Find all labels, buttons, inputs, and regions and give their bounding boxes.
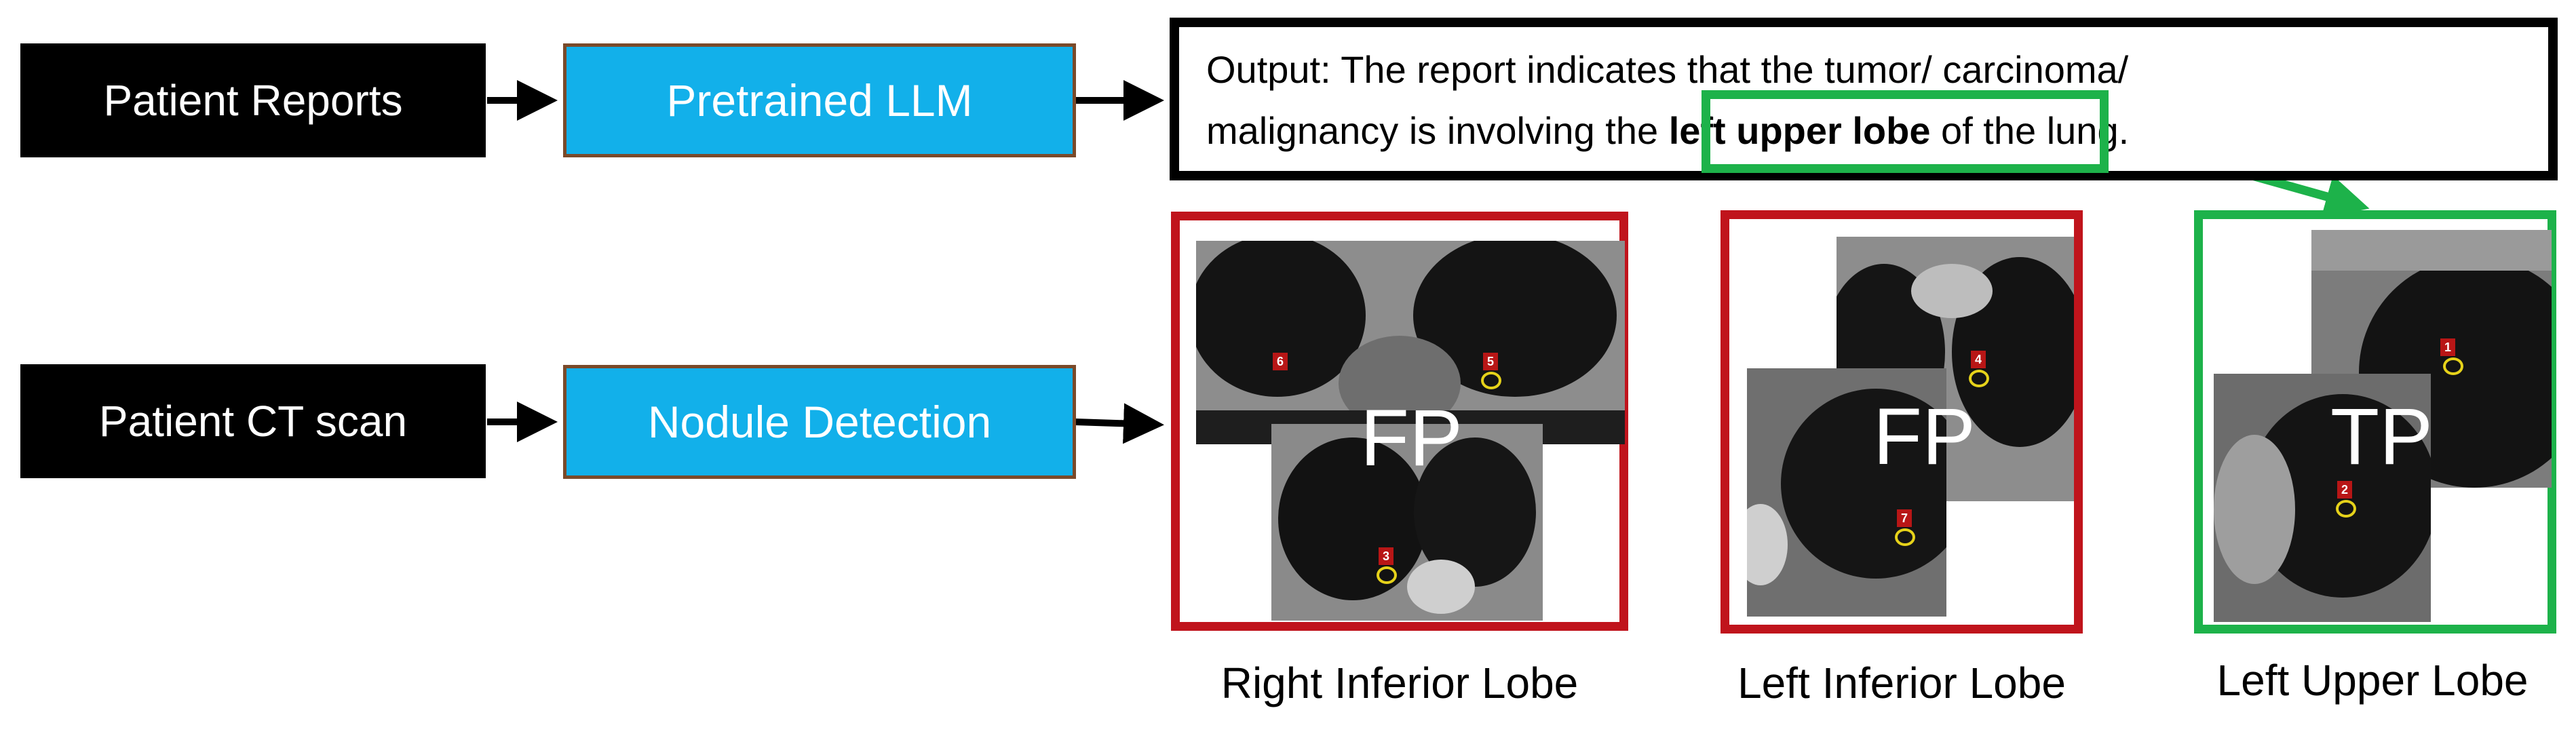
output-line-2-start: malignancy is involving the: [1206, 109, 1669, 152]
nodule-ring: [1481, 372, 1501, 389]
nodule-marker-3: 3: [1379, 547, 1393, 565]
panel-right-inferior-lobe: 6 5 3 FP: [1171, 212, 1628, 631]
pretrained-llm-box: Pretrained LLM: [563, 43, 1076, 157]
nodule-detection-box: Nodule Detection: [563, 365, 1076, 479]
nodule-detection-label: Nodule Detection: [647, 397, 992, 447]
nodule-ring: [1377, 566, 1397, 584]
false-positive-label: FP: [1360, 393, 1463, 483]
nodule-marker-2: 2: [2337, 481, 2352, 499]
nodule-marker-4: 4: [1971, 351, 1986, 368]
pretrained-llm-label: Pretrained LLM: [666, 75, 973, 125]
false-positive-label: FP: [1873, 392, 1976, 482]
nodule-ring: [1969, 370, 1989, 387]
arrow-detection-to-panels: [1075, 403, 1164, 444]
nodule-ring: [2336, 500, 2356, 518]
patient-reports-label: Patient Reports: [103, 76, 403, 125]
nodule-marker-1: 1: [2440, 338, 2455, 356]
output-line-2: malignancy is involving the left upper l…: [1206, 100, 2521, 161]
panel-left-upper-lobe: 1 2 TP: [2194, 210, 2556, 634]
patient-ct-box: Patient CT scan: [20, 364, 486, 478]
patient-reports-box: Patient Reports: [20, 43, 486, 157]
nodule-marker-6: 6: [1273, 353, 1288, 370]
llm-output-box: Output: The report indicates that the tu…: [1170, 18, 2558, 180]
caption-left-upper-lobe: Left Upper Lobe: [2216, 656, 2529, 705]
output-line-2-end: of the lung.: [1930, 109, 2130, 152]
caption-left-inferior-lobe: Left Inferior Lobe: [1737, 659, 2066, 707]
ct-slice-bottom: [1271, 424, 1543, 621]
patient-ct-label: Patient CT scan: [98, 397, 408, 446]
true-positive-label: TP: [2330, 392, 2433, 482]
output-line-1: Output: The report indicates that the tu…: [1206, 48, 2129, 91]
panel-left-inferior-lobe: 4 7 FP: [1720, 210, 2083, 634]
nodule-marker-7: 7: [1897, 509, 1912, 527]
nodule-marker-5: 5: [1483, 353, 1498, 370]
caption-right-inferior-lobe: Right Inferior Lobe: [1220, 659, 1579, 707]
nodule-ring: [1895, 528, 1915, 546]
output-highlight-text: left upper lobe: [1668, 109, 1931, 152]
highlight-frame: [1702, 90, 2109, 173]
ct-slice-top: [1196, 241, 1625, 444]
nodule-ring: [2443, 357, 2463, 375]
